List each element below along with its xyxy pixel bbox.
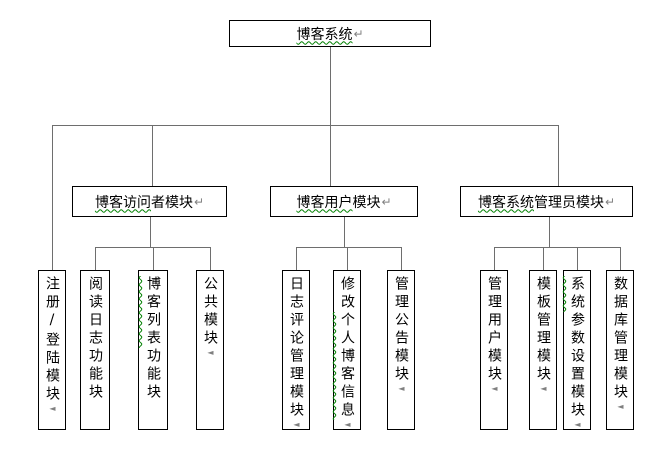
- connector-drop-announcement: [401, 247, 402, 270]
- node-label: 模板管理模块◄: [535, 276, 551, 429]
- label-segment: 系统: [569, 276, 585, 312]
- label-segment: 模块: [352, 194, 381, 211]
- label-segment: 参数设置模块: [569, 312, 585, 420]
- return-mark-icon: ◄: [573, 420, 582, 429]
- connector-user-stem: [344, 217, 345, 247]
- label-segment: 博客用户: [296, 194, 353, 211]
- label-segment: 博客系统: [296, 26, 353, 43]
- return-mark-icon: ↵: [193, 194, 205, 209]
- return-mark-icon: ◄: [343, 420, 352, 429]
- connector-drop-template: [543, 247, 544, 270]
- connector-drop-sys-params: [577, 247, 578, 270]
- label-segment: 公共模块: [202, 276, 218, 348]
- return-mark-icon: ◄: [206, 348, 215, 357]
- label-segment: 功能块: [145, 348, 161, 402]
- connector-drop-database: [620, 247, 621, 270]
- label-segment: 者模块: [150, 194, 193, 211]
- label-segment: 日志评论管理模块: [288, 276, 304, 420]
- node-template-mgmt-module[interactable]: 模板管理模块◄: [529, 270, 557, 430]
- node-read-log-function[interactable]: 阅读日志功能块: [80, 270, 110, 430]
- connector-drop-public: [210, 247, 211, 270]
- node-label: 修改个人博客信息◄: [339, 276, 355, 429]
- connector-visitor-stem: [150, 217, 151, 247]
- connector-drop-read-log: [95, 247, 96, 270]
- label-segment: 阅读日志功能块: [87, 276, 103, 402]
- node-label: 阅读日志功能块: [87, 276, 103, 429]
- connector-drop-user: [330, 125, 331, 186]
- return-mark-icon: ↵: [604, 194, 616, 209]
- label-segment: 修改: [339, 276, 355, 312]
- return-mark-icon: ◄: [616, 402, 625, 411]
- node-edit-personal-blog-info[interactable]: 修改个人博客信息◄: [333, 270, 361, 430]
- connector-drop-blog-list: [153, 247, 154, 270]
- return-mark-icon: ↵: [353, 26, 364, 41]
- label-segment: 管理员模块: [533, 194, 604, 211]
- node-label: 博客系统: [296, 24, 352, 44]
- connector-drop-user-mgmt: [494, 247, 495, 270]
- node-system-params-module[interactable]: 系统参数设置模块◄: [563, 270, 591, 430]
- node-label: 管理用户模块◄: [486, 276, 502, 429]
- connector-drop-visitor: [152, 125, 153, 186]
- node-label: 注册/登陆模块◄: [44, 276, 60, 429]
- node-label: 数据库管理模块◄: [612, 276, 628, 429]
- connector-admin-stem: [549, 217, 550, 247]
- connector-admin-horizontal: [494, 247, 621, 248]
- connector-main-horizontal: [52, 125, 559, 126]
- node-user-mgmt-module[interactable]: 管理用户模块◄: [480, 270, 508, 430]
- return-mark-icon: ◄: [490, 384, 499, 393]
- node-label: 日志评论管理模块◄: [288, 276, 304, 429]
- label-segment: 个人博客信息: [339, 312, 355, 420]
- return-mark-icon: ↵: [381, 194, 392, 209]
- node-label: 公共模块◄: [202, 276, 218, 429]
- node-announcement-mgmt-module[interactable]: 管理公告模块◄: [387, 270, 415, 430]
- connector-drop-edit-info: [347, 247, 348, 270]
- connector-drop-admin: [558, 125, 559, 186]
- node-label: 博客访问者模块: [95, 192, 193, 212]
- label-segment: 博客系统: [477, 194, 534, 211]
- node-register-login-module[interactable]: 注册/登陆模块◄: [38, 270, 66, 430]
- node-blog-visitor-module[interactable]: 博客访问者模块↵: [72, 186, 227, 217]
- node-label: 博客用户模块: [296, 192, 380, 212]
- return-mark-icon: ◄: [48, 404, 57, 413]
- return-mark-icon: ◄: [397, 384, 406, 393]
- label-segment: 注册/登陆模块: [44, 276, 60, 404]
- label-segment: 管理公告模块: [393, 276, 409, 384]
- return-mark-icon: ◄: [292, 420, 301, 429]
- node-label: 博客列表功能块: [145, 276, 161, 429]
- node-label: 系统参数设置模块◄: [569, 276, 585, 429]
- node-blog-list-function[interactable]: 博客列表功能块: [138, 270, 168, 430]
- node-label: 博客系统管理员模块: [478, 192, 604, 212]
- label-segment: 博客列表: [145, 276, 161, 348]
- node-label: 管理公告模块◄: [393, 276, 409, 429]
- connector-drop-log-comment: [296, 247, 297, 270]
- label-segment: 模板管理模块: [535, 276, 551, 384]
- label-segment: 数据库管理模块: [612, 276, 628, 402]
- node-public-module[interactable]: 公共模块◄: [196, 270, 224, 430]
- label-segment: 管理用户模块: [486, 276, 502, 384]
- node-blog-system[interactable]: 博客系统↵: [229, 20, 431, 47]
- node-blog-user-module[interactable]: 博客用户模块↵: [270, 186, 418, 217]
- connector-drop-register: [52, 125, 53, 270]
- connector-user-horizontal: [296, 247, 402, 248]
- return-mark-icon: ◄: [539, 384, 548, 393]
- node-log-comment-mgmt-module[interactable]: 日志评论管理模块◄: [282, 270, 310, 430]
- node-database-mgmt-module[interactable]: 数据库管理模块◄: [606, 270, 634, 430]
- label-segment: 博客访问: [94, 194, 151, 211]
- node-blog-admin-module[interactable]: 博客系统管理员模块↵: [460, 186, 633, 217]
- connector-trunk: [330, 47, 331, 125]
